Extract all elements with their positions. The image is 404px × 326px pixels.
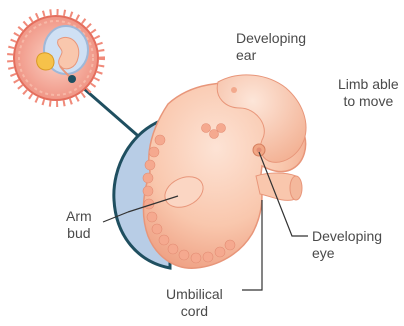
label-developing-eye: Developing eye: [312, 228, 382, 262]
label-limb-line1: Limb able: [338, 76, 399, 93]
main-embryo: [143, 75, 306, 268]
inset-early-embryo: [10, 12, 102, 104]
label-developing-ear-line2: ear: [236, 47, 306, 64]
label-developing-eye-line2: eye: [312, 245, 382, 262]
label-limb-able-to-move: Limb able to move: [338, 76, 399, 110]
label-developing-ear: Developing ear: [236, 30, 306, 64]
label-developing-eye-line1: Developing: [312, 228, 382, 245]
label-arm-bud-line1: Arm: [66, 208, 92, 225]
label-limb-line2: to move: [338, 93, 399, 110]
label-developing-ear-line1: Developing: [236, 30, 306, 47]
label-umbilical-cord: Umbilical cord: [166, 286, 223, 320]
label-arm-bud: Arm bud: [66, 208, 92, 242]
label-arm-bud-line2: bud: [66, 225, 92, 242]
label-umbilical-cord-line2: cord: [166, 303, 223, 320]
label-umbilical-cord-line1: Umbilical: [166, 286, 223, 303]
